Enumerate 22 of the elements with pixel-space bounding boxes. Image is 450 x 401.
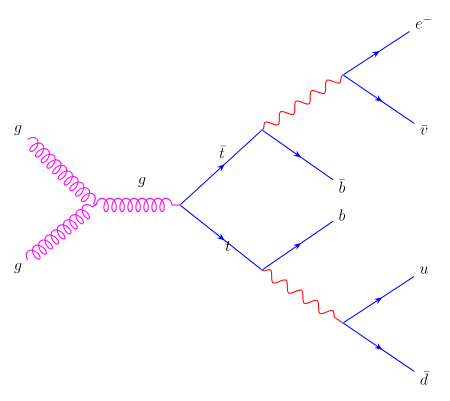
particle-label: $e^{-}$	[416, 19, 432, 29]
propagator-line	[344, 30, 410, 75]
propagator-line	[344, 323, 415, 372]
propagator-line	[180, 205, 262, 270]
propagator-line	[262, 75, 343, 130]
propagator-line	[96, 198, 179, 212]
edge-label: $\bar{t}$	[220, 146, 226, 158]
edge-label: $g$	[138, 176, 146, 188]
particle-label: $\bar{b}$	[339, 179, 346, 193]
propagator-line	[344, 276, 414, 323]
particle-label: $\bar{d}$	[420, 371, 430, 385]
propagator-line	[180, 130, 262, 205]
particle-label: $b$	[339, 209, 346, 221]
propagator-line	[262, 130, 334, 180]
particle-label: $g$	[14, 124, 22, 136]
edge-label: $t$	[226, 240, 230, 252]
particle-label: $g$	[14, 262, 22, 274]
particle-label: $u$	[420, 266, 428, 274]
propagator-line	[262, 269, 342, 323]
particle-label: $\bar{v}$	[420, 125, 428, 135]
propagator-line	[344, 75, 415, 124]
propagator-line	[262, 220, 334, 270]
